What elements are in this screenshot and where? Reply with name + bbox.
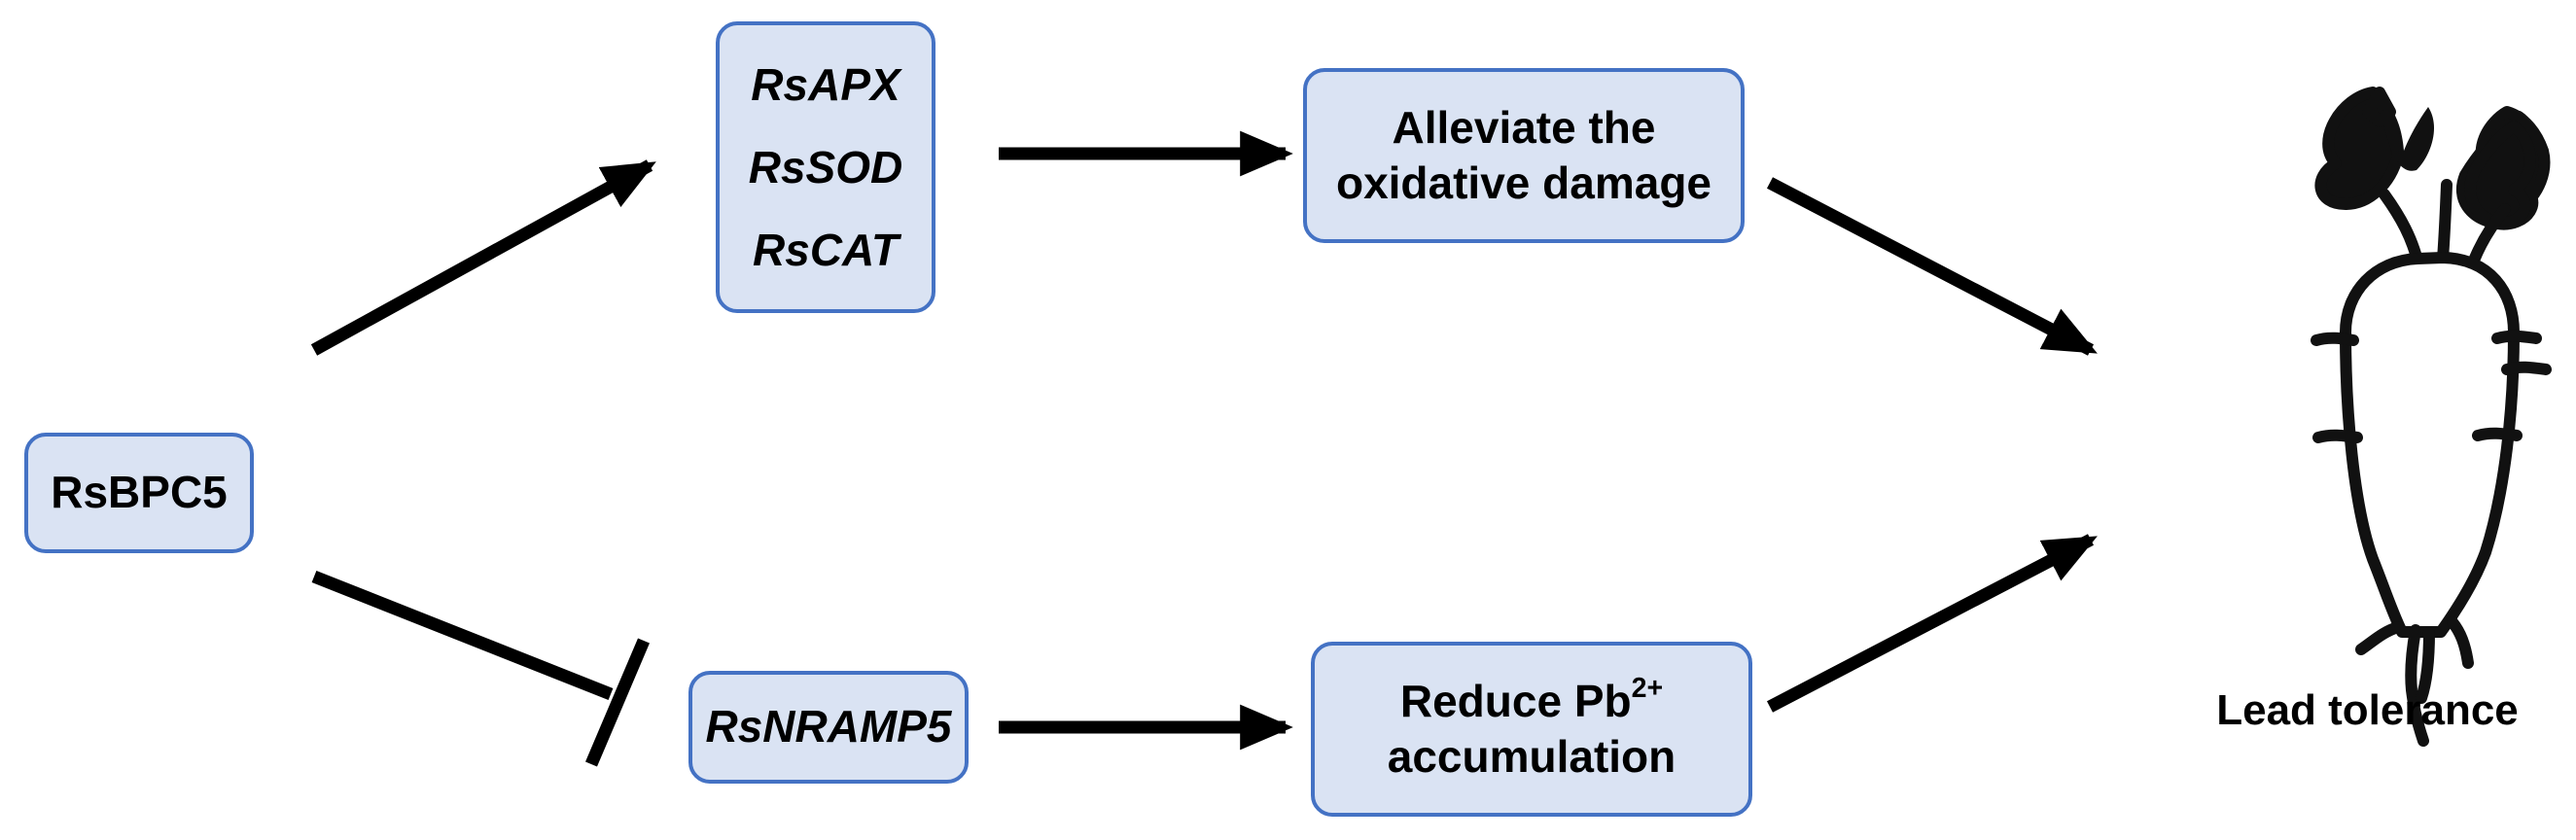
inhibition-line-nramp5 [311,570,614,701]
node-rsbpc5-label: RsBPC5 [51,467,228,518]
node-reduce-pb: Reduce Pb2+ accumulation [1311,642,1752,817]
arrow-activates-antioxidant-genes [310,159,656,356]
gene-rssod: RsSOD [748,141,903,192]
radish-icon [2311,87,2552,747]
reduce-line-2: accumulation [1387,731,1676,782]
outcome-label: Lead tolerance [2216,686,2519,734]
gene-rsapx: RsAPX [751,58,900,110]
node-rsnramp5-label: RsNRAMP5 [705,701,952,752]
reduce-line-1: Reduce Pb2+ [1399,672,1664,726]
oxidative-line-2: oxidative damage [1335,158,1712,208]
pb-charge: 2+ [1631,672,1664,704]
node-rsbpc5: RsBPC5 [24,433,254,553]
node-oxidative-damage: Alleviate the oxidative damage [1303,68,1745,243]
gene-rscat: RsCAT [753,224,899,275]
arrow-reduce-to-tolerance [1766,534,2098,713]
inhibition-bar-nramp5 [585,638,650,767]
arrow-oxidative-to-tolerance [1766,177,2098,356]
node-antioxidant-genes: RsAPX RsSOD RsCAT [716,21,935,313]
oxidative-line-1: Alleviate the [1392,101,1656,153]
node-rsnramp5: RsNRAMP5 [688,671,969,784]
